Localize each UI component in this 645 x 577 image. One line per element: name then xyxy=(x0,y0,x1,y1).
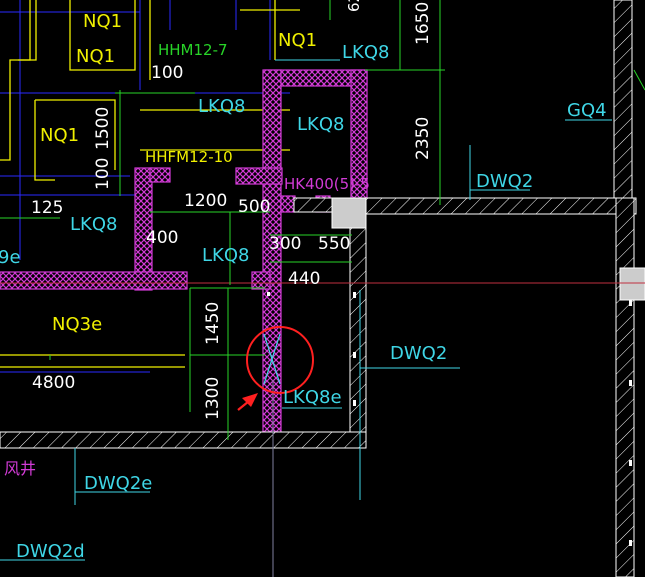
red-annotation xyxy=(237,326,314,411)
label-9e: 9e xyxy=(0,247,21,268)
label-hk400: HK400(5)-5 xyxy=(284,175,370,193)
dim-1450: 1450 xyxy=(203,302,223,345)
dim-2350: 2350 xyxy=(413,117,433,160)
green-dimension-lines xyxy=(0,0,645,440)
label-lkq8: LKQ8 xyxy=(70,214,117,235)
text-labels: NQ1 NQ1 NQ1 NQ1 HHM12-7 HHFM12-10 LKQ8 L… xyxy=(0,11,607,562)
dim-550: 550 xyxy=(318,234,350,254)
dim-1300: 1300 xyxy=(203,377,223,420)
red-highlight-circle xyxy=(246,326,314,394)
label-lkq8e: LKQ8e xyxy=(283,387,342,408)
label-nq1: NQ1 xyxy=(278,30,317,51)
label-hhfm12-10: HHFM12-10 xyxy=(145,148,233,166)
label-nq1: NQ1 xyxy=(83,11,122,32)
dim-440: 440 xyxy=(288,269,320,289)
dim-125: 125 xyxy=(31,198,63,218)
label-dwq2: DWQ2 xyxy=(390,343,447,364)
label-lkq8: LKQ8 xyxy=(202,245,249,266)
label-dwq2e: DWQ2e xyxy=(84,473,152,494)
wall-tick-marks xyxy=(267,292,632,546)
magenta-shear-walls xyxy=(0,69,368,433)
cyan-leader-lines xyxy=(0,59,612,561)
label-fengjing: 风井 xyxy=(4,459,36,478)
label-lkq8: LKQ8 xyxy=(342,42,389,63)
label-nq1: NQ1 xyxy=(40,125,79,146)
dim-4800: 4800 xyxy=(32,373,75,393)
red-arrow-head xyxy=(242,393,258,407)
yellow-wall-outlines xyxy=(0,0,300,368)
dim-1650: 1650 xyxy=(413,2,433,45)
blue-grid-lines xyxy=(0,0,290,373)
dim-300: 300 xyxy=(269,234,301,254)
label-lkq8: LKQ8 xyxy=(198,96,245,117)
dim-500: 500 xyxy=(238,197,270,217)
dim-400: 400 xyxy=(146,228,178,248)
label-nq3e: NQ3e xyxy=(52,314,102,335)
dim-62: 62 xyxy=(345,0,363,12)
dim-1500: 1500 xyxy=(93,107,113,150)
label-lkq8: LKQ8 xyxy=(297,114,344,135)
label-dwq2: DWQ2 xyxy=(476,171,533,192)
dimension-texts: 100 1500 100 125 1200 500 400 300 550 44… xyxy=(31,0,433,420)
dim-100: 100 xyxy=(151,63,183,83)
opening-x-symbol xyxy=(263,333,281,385)
label-hhm12-7: HHM12-7 xyxy=(158,41,228,59)
label-gq4: GQ4 xyxy=(567,100,607,121)
dim-1200: 1200 xyxy=(184,191,227,211)
label-nq1: NQ1 xyxy=(76,46,115,67)
dim-100: 100 xyxy=(93,158,113,190)
label-dwq2d: DWQ2d xyxy=(16,541,85,562)
